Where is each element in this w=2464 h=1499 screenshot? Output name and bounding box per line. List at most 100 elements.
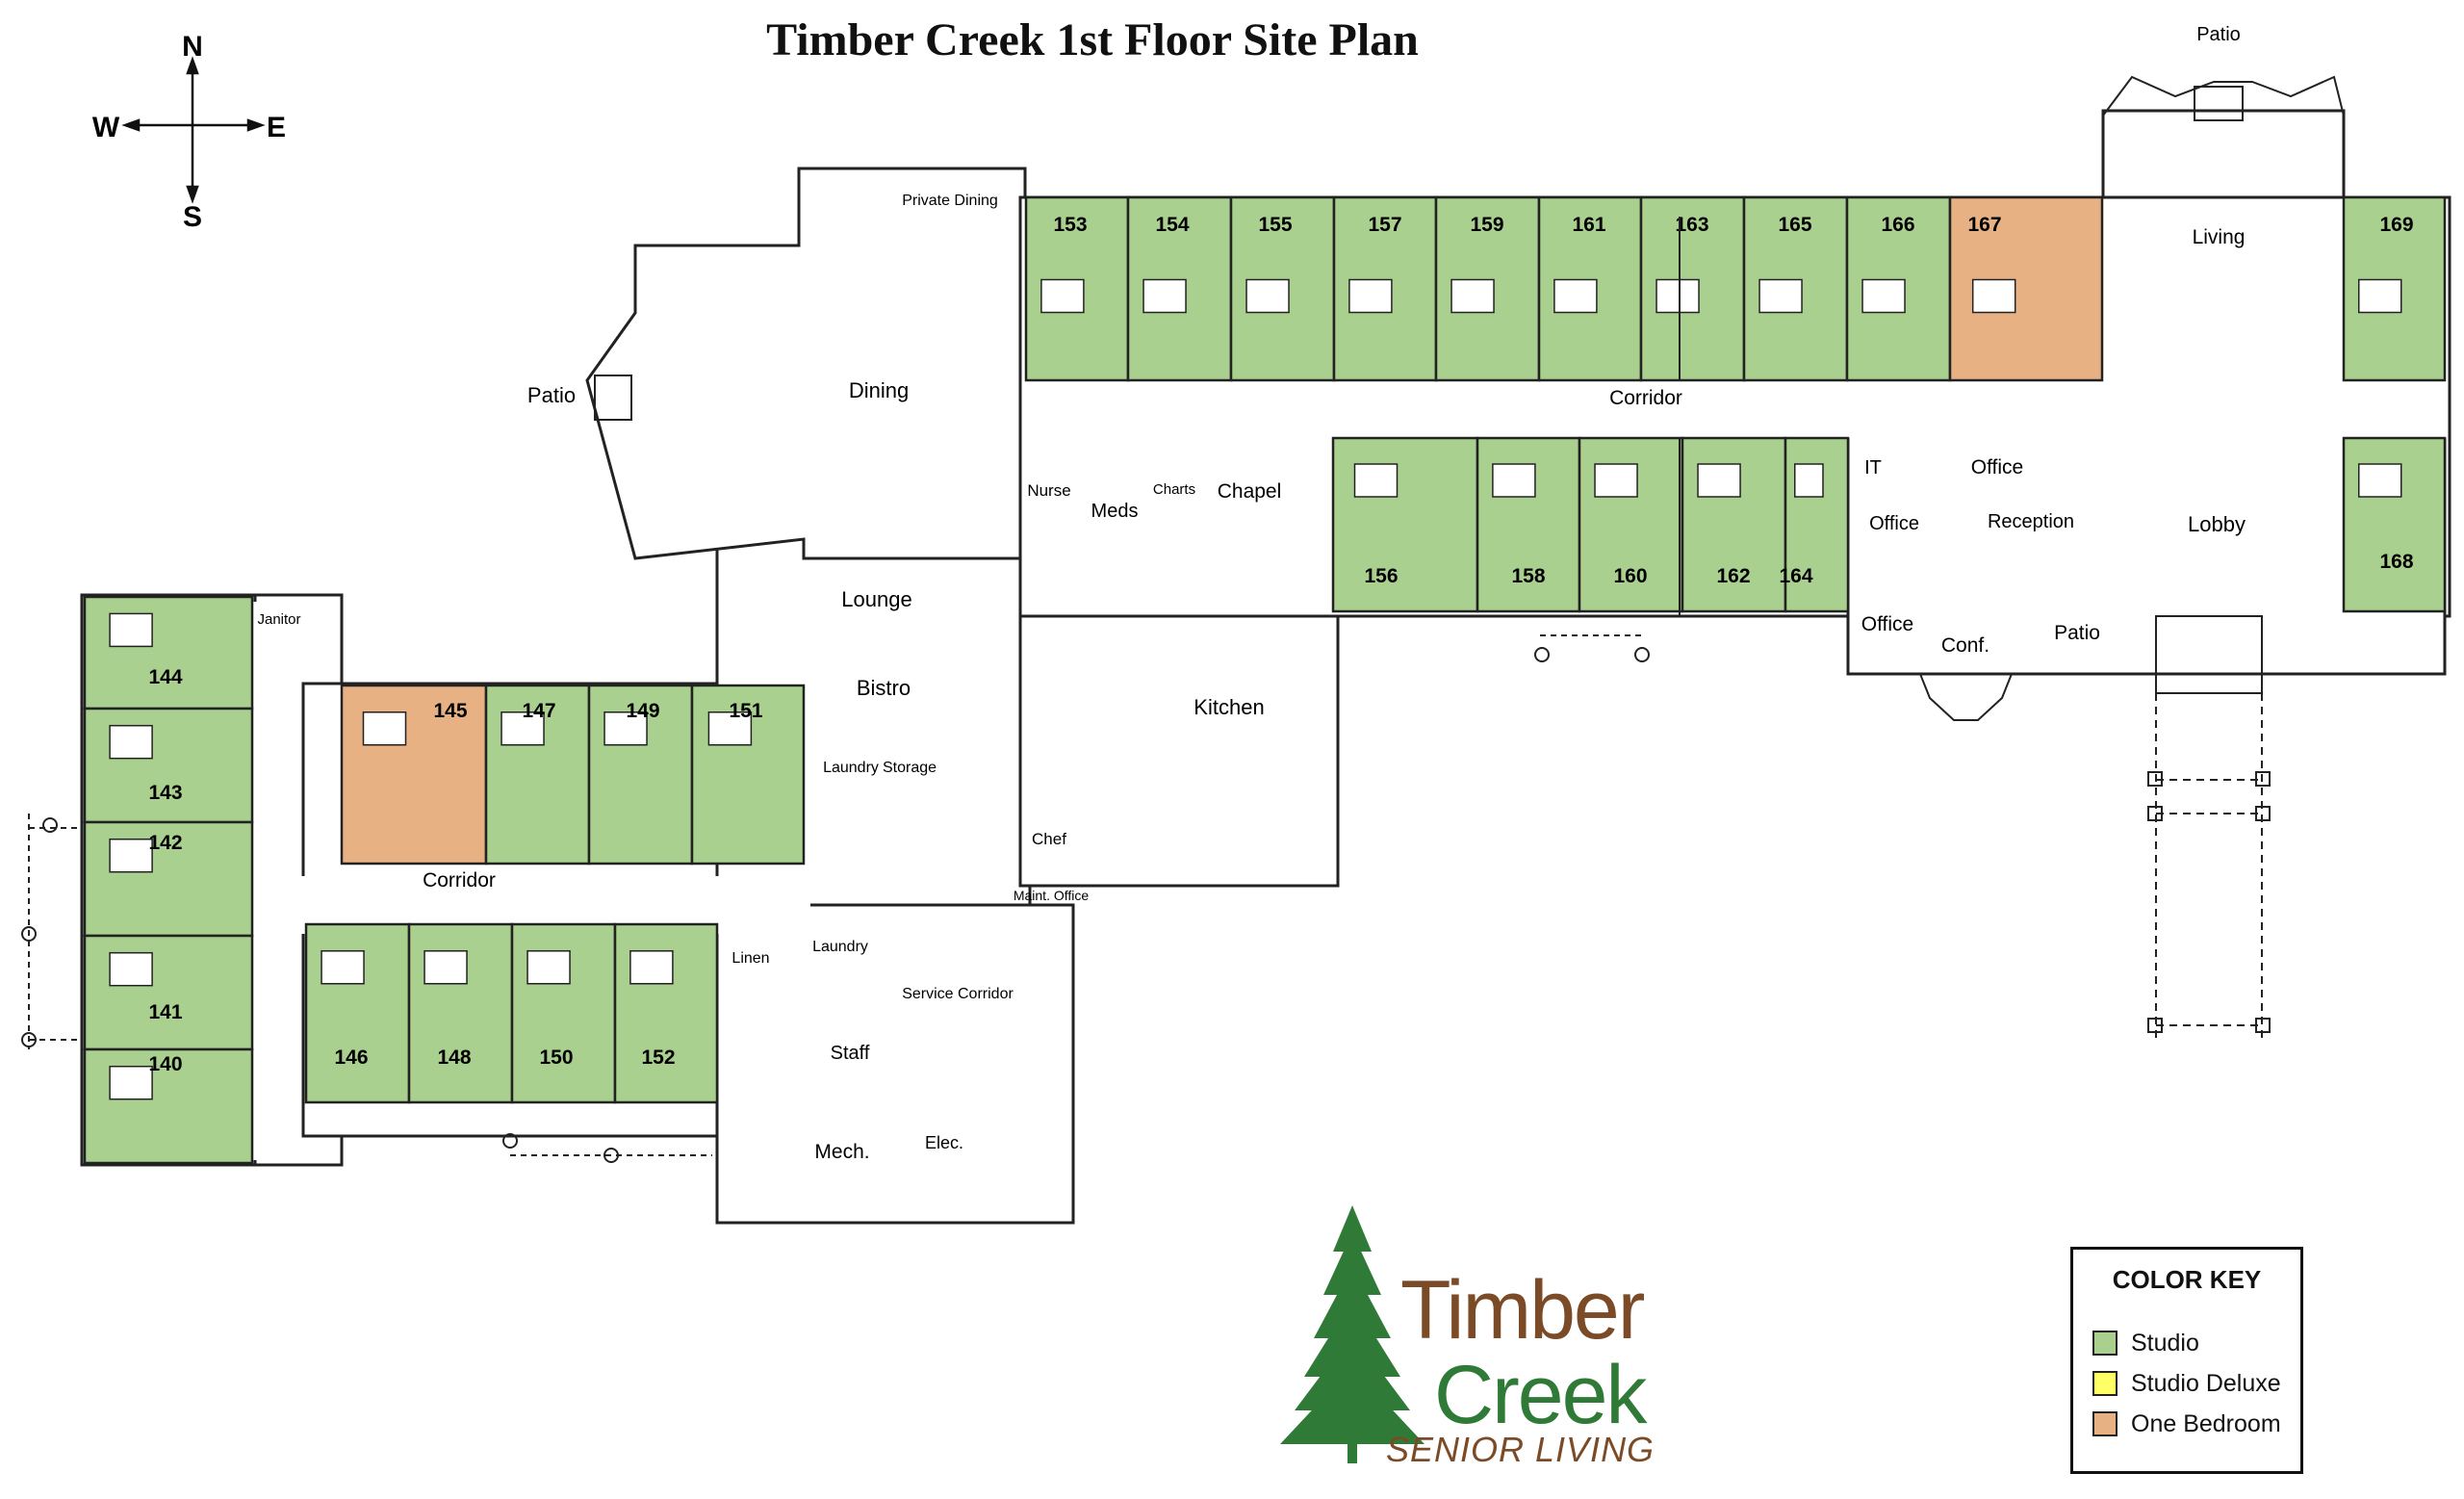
color-key: COLOR KEY Studio Studio Deluxe One Bedro…	[2070, 1247, 2303, 1474]
room-label: Elec.	[925, 1133, 963, 1152]
unit-label: 153	[1053, 214, 1087, 236]
key-item-studio-deluxe: Studio Deluxe	[2092, 1367, 2281, 1400]
compass	[121, 56, 266, 204]
unit-label: 162	[1716, 565, 1750, 587]
logo-line-senior-living: SENIOR LIVING	[1386, 1430, 1656, 1469]
room-label: Chapel	[1218, 480, 1282, 503]
timber-creek-logo: Timber Creek SENIOR LIVING	[1275, 1203, 1680, 1473]
room-label: Storage	[883, 760, 937, 776]
studio-deluxe-swatch	[2092, 1371, 2118, 1396]
bathroom-fixture	[1450, 278, 1495, 314]
unit-label: 151	[729, 700, 762, 722]
unit-label: 147	[522, 700, 555, 722]
bathroom-fixture	[1697, 463, 1741, 498]
compass-south: S	[183, 201, 202, 233]
room-label: Meds	[1091, 501, 1139, 522]
compass-north: N	[182, 31, 203, 63]
unit-label: 142	[148, 832, 182, 854]
bathroom-fixture	[1348, 278, 1393, 314]
room-label: Office	[1971, 456, 2023, 478]
unit-label: 148	[437, 1047, 471, 1069]
room-label: IT	[1864, 457, 1882, 478]
unit-label: 145	[433, 700, 467, 722]
room-label: Office	[1861, 613, 1913, 635]
room-label: Maint. Office	[1014, 888, 1090, 903]
bathroom-fixture	[707, 711, 753, 746]
unit-label: 140	[148, 1053, 182, 1075]
bathroom-fixture	[1594, 463, 1638, 498]
key-item-studio: Studio	[2092, 1327, 2199, 1359]
bathroom-fixture	[2358, 278, 2402, 314]
room-label: Reception	[1988, 511, 2074, 532]
unit-label: 165	[1778, 214, 1811, 236]
unit-label: 144	[148, 666, 182, 688]
bathroom-fixture	[1040, 278, 1085, 314]
unit-label: 157	[1368, 214, 1401, 236]
bathroom-fixture	[1492, 463, 1536, 498]
room-label: Staff	[831, 1043, 870, 1064]
bathroom-fixture	[109, 838, 153, 873]
room-label: Lounge	[841, 587, 911, 611]
room-label: Patio	[527, 383, 576, 407]
room-label: Laundry	[812, 939, 868, 955]
unit-label: 141	[148, 1001, 182, 1023]
unit-label: 166	[1881, 214, 1914, 236]
unit-label: 152	[641, 1047, 675, 1069]
studio-swatch	[2092, 1331, 2118, 1356]
unit-label: 156	[1364, 565, 1398, 587]
room-label: Office	[1869, 513, 1919, 534]
logo-line-timber: Timber	[1400, 1264, 1645, 1357]
room-label: Dining	[849, 378, 909, 402]
unit-label: 161	[1572, 214, 1605, 236]
room-label: Corridor	[423, 869, 496, 892]
room-label: Living	[2193, 226, 2246, 248]
room-label: Lobby	[2188, 512, 2246, 536]
key-item-label: One Bedroom	[2131, 1409, 2281, 1437]
key-item-label: Studio	[2131, 1329, 2199, 1357]
bathroom-fixture	[424, 950, 468, 985]
room-label: Nurse	[1027, 481, 1070, 500]
unit-label: 150	[539, 1047, 573, 1069]
room-label: Chef	[1032, 830, 1066, 848]
bathroom-fixture	[321, 950, 365, 985]
room-label: Service Corridor	[902, 986, 1014, 1002]
bathroom-fixture	[1794, 463, 1824, 498]
dining-hall-outline	[585, 167, 1027, 560]
unit-label: 143	[148, 782, 182, 804]
bathroom-fixture	[1758, 278, 1803, 314]
tree-logo-icon	[1280, 1205, 1424, 1463]
bathroom-fixture	[109, 1065, 153, 1100]
bathroom-fixture	[1971, 278, 2016, 314]
room-label: Patio	[2196, 24, 2241, 45]
key-item-label: Studio Deluxe	[2131, 1369, 2281, 1397]
room-label: Linen	[732, 950, 769, 967]
color-key-title: COLOR KEY	[2112, 1265, 2262, 1294]
room-label: Conf.	[1941, 634, 1989, 657]
room-label: Charts	[1153, 481, 1195, 498]
unit-label: 155	[1258, 214, 1292, 236]
unit-label: 158	[1511, 565, 1545, 587]
room-label: Patio	[2054, 622, 2100, 644]
bathroom-fixture	[629, 950, 674, 985]
unit-label: 160	[1613, 565, 1647, 587]
logo-line-creek: Creek	[1434, 1349, 1647, 1441]
key-item-one-bedroom: One Bedroom	[2092, 1408, 2281, 1440]
unit-label: 164	[1779, 565, 1812, 587]
bathroom-fixture	[500, 711, 545, 746]
unit-label: 169	[2379, 214, 2413, 236]
bathroom-fixture	[526, 950, 571, 985]
plan-title: Timber Creek 1st Floor Site Plan	[766, 14, 1419, 65]
bathroom-fixture	[109, 951, 153, 987]
bathroom-fixture	[2358, 463, 2402, 498]
room-label: Bistro	[857, 676, 911, 700]
unit-label: 168	[2379, 551, 2413, 573]
bathroom-fixture	[1142, 278, 1187, 314]
bathroom-fixture	[1245, 278, 1290, 314]
room-label: Mech.	[814, 1141, 869, 1163]
compass-east: E	[267, 112, 286, 143]
bathroom-fixture	[603, 711, 648, 746]
bathroom-fixture	[109, 612, 153, 648]
unit-label: 149	[626, 700, 659, 722]
bathroom-fixture	[109, 724, 153, 760]
